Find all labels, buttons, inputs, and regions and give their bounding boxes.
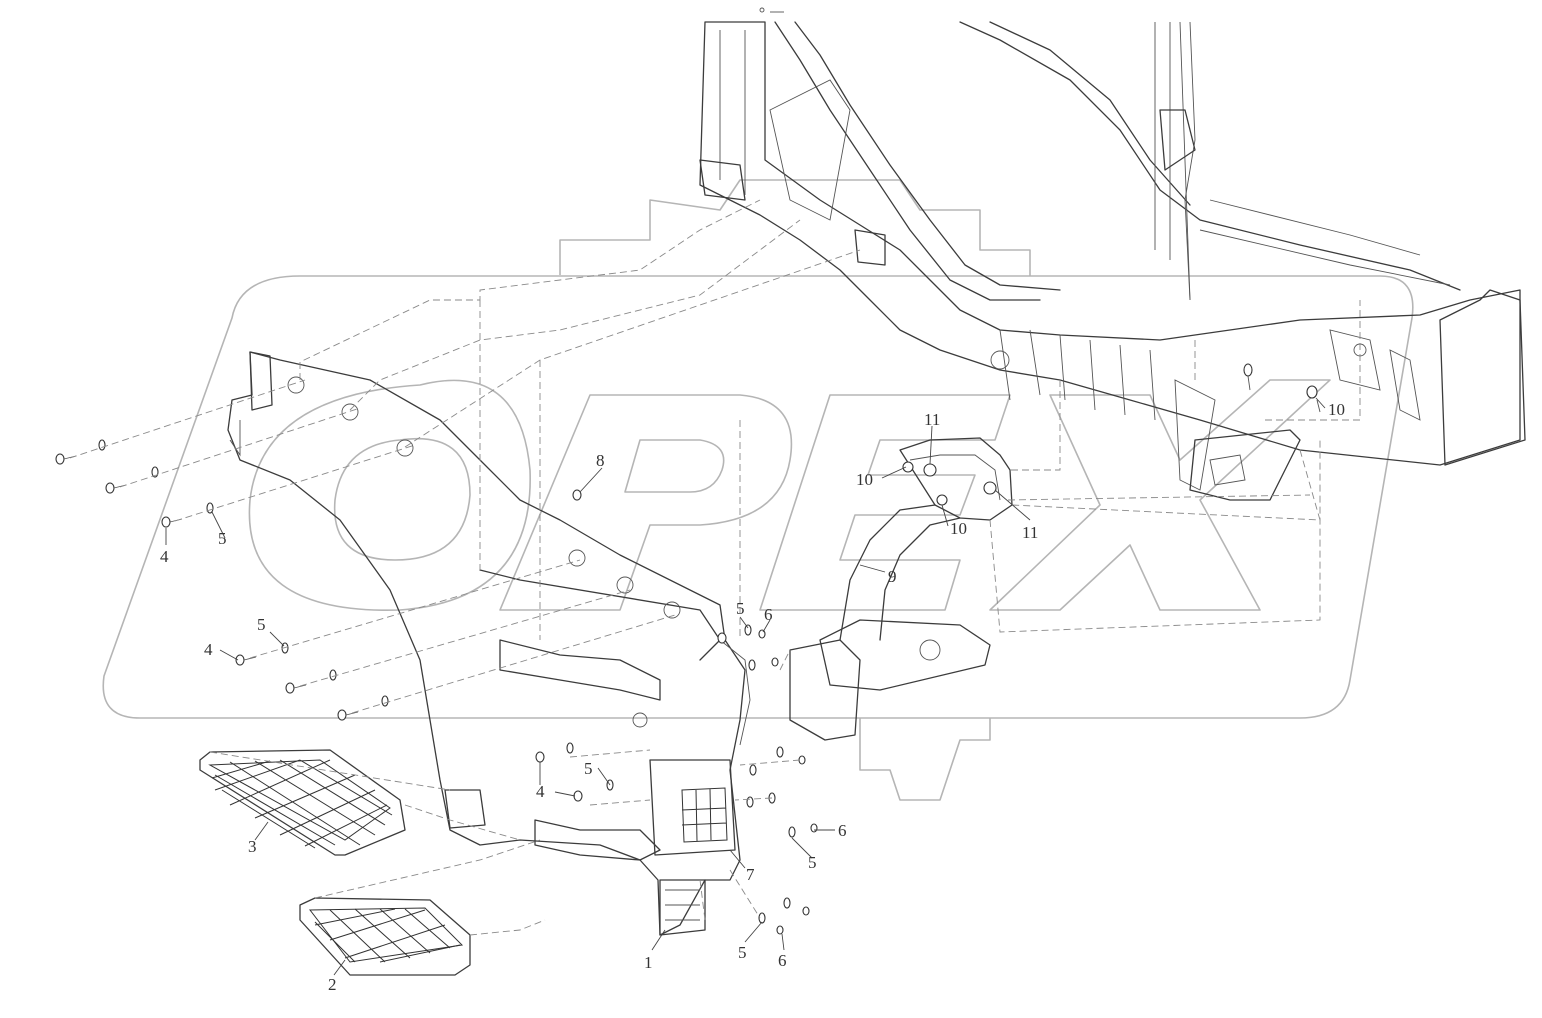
callout-labels: 1 2 3 4 4 4 5 5 5 5 5 5 6 6 6 7 8 9 10 1…: [160, 400, 1345, 994]
callout-10-right: 10: [1328, 400, 1345, 419]
callout-6-middle: 6: [838, 821, 847, 840]
callout-9: 9: [888, 567, 897, 586]
step-tread-lower: [299, 897, 471, 976]
callout-6-upper: 6: [764, 605, 773, 624]
callout-4-upper: 4: [160, 547, 169, 566]
callout-4-lower: 4: [536, 782, 545, 801]
callout-6-lower: 6: [778, 951, 787, 970]
fasteners: [55, 363, 1321, 935]
step-housing: [227, 351, 751, 936]
bolt-group-left-upper: [55, 439, 582, 528]
leader-lines: [165, 397, 1326, 976]
callout-5-middle: 5: [257, 615, 266, 634]
callout-10-left: 10: [856, 470, 873, 489]
watermark-logo: [102, 179, 1414, 801]
top-mark: [759, 7, 784, 13]
callout-11-upper: 11: [924, 410, 940, 429]
callout-3: 3: [248, 837, 257, 856]
callout-4-middle: 4: [204, 640, 213, 659]
callout-5-upper: 5: [218, 529, 227, 548]
callout-5-right-middle: 5: [808, 853, 817, 872]
callout-5-right-upper: 5: [736, 599, 745, 618]
callout-1: 1: [644, 953, 653, 972]
callout-11-lower: 11: [1022, 523, 1038, 542]
callout-10-middle: 10: [950, 519, 967, 538]
callout-2: 2: [328, 975, 337, 994]
chassis-frame: [699, 21, 1526, 501]
callout-5-right-lower: 5: [738, 943, 747, 962]
callout-5-lower: 5: [584, 759, 593, 778]
assembly-lines: [69, 199, 1361, 936]
callout-8: 8: [596, 451, 605, 470]
bolt-group-right: [717, 363, 1321, 935]
step-tread-upper: [199, 749, 406, 856]
callout-7: 7: [746, 865, 755, 884]
